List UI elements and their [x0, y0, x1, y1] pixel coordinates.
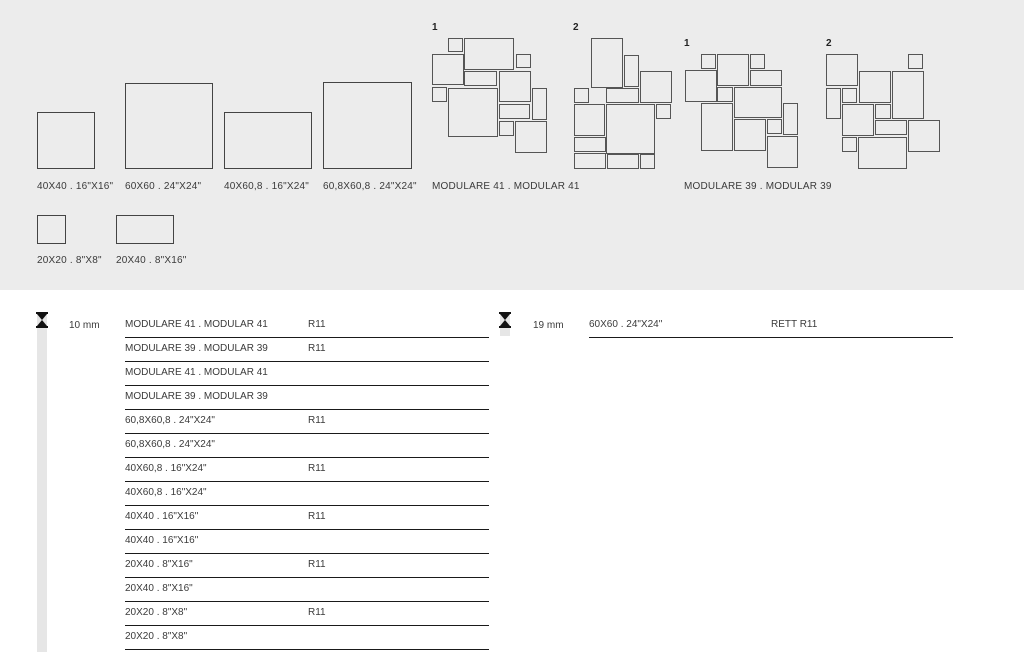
- row-finish: R11: [308, 463, 326, 474]
- row-finish: R11: [308, 607, 326, 618]
- formats-panel: 40X40 . 16"X16" 60X60 . 24"X24" 40X60,8 …: [0, 0, 1024, 290]
- pattern-number-2: 2: [573, 22, 579, 33]
- format-label-20x40: 20X40 . 8"X16": [116, 255, 187, 266]
- tile-608x608-shape: [323, 82, 412, 169]
- table-row: 20X20 . 8"X8" R11: [125, 602, 489, 626]
- table-row: 60,8X60,8 . 24"X24": [125, 434, 489, 458]
- table-row: MODULARE 39 . MODULAR 39 R11: [125, 338, 489, 362]
- table-row: 20X40 . 8"X16": [125, 578, 489, 602]
- row-format: 20X20 . 8"X8": [125, 631, 188, 642]
- pattern-number-2b: 2: [826, 38, 832, 49]
- row-format: 40X40 . 16"X16": [125, 535, 199, 546]
- table-row: 40X60,8 . 16"X24" R11: [125, 458, 489, 482]
- table-row: 60X60 . 24"X24" RETT R11: [589, 314, 953, 338]
- format-label-modular-39: MODULARE 39 . MODULAR 39: [684, 181, 832, 192]
- tile-60x60-shape: [125, 83, 213, 169]
- format-label-40x60: 40X60,8 . 16"X24": [224, 181, 310, 192]
- thickness-10-bar: [37, 312, 47, 652]
- row-format: 40X40 . 16"X16": [125, 511, 199, 522]
- row-finish: R11: [308, 415, 326, 426]
- row-format: MODULARE 41 . MODULAR 41: [125, 367, 268, 378]
- row-format: 60X60 . 24"X24": [589, 319, 663, 330]
- table-row: 40X60,8 . 16"X24": [125, 482, 489, 506]
- format-label-40x40: 40X40 . 16"X16": [37, 181, 114, 192]
- tile-20x20-shape: [37, 215, 66, 244]
- hourglass-icon: [36, 312, 48, 328]
- row-format: 40X60,8 . 16"X24": [125, 487, 207, 498]
- thickness-19-label: 19 mm: [533, 320, 564, 331]
- format-label-60x60: 60X60 . 24"X24": [125, 181, 202, 192]
- table-row: MODULARE 41 . MODULAR 41: [125, 362, 489, 386]
- format-label-20x20: 20X20 . 8"X8": [37, 255, 102, 266]
- table-row: 40X40 . 16"X16" R11: [125, 506, 489, 530]
- row-finish: R11: [308, 343, 326, 354]
- modular-41-pattern-2: [572, 36, 674, 172]
- table-row: 40X40 . 16"X16": [125, 530, 489, 554]
- row-finish: RETT R11: [771, 319, 818, 330]
- row-format: MODULARE 39 . MODULAR 39: [125, 391, 268, 402]
- tile-40x40-shape: [37, 112, 95, 169]
- row-finish: R11: [308, 559, 326, 570]
- row-format: MODULARE 41 . MODULAR 41: [125, 319, 268, 330]
- hourglass-icon: [499, 312, 511, 328]
- table-row: MODULARE 39 . MODULAR 39: [125, 386, 489, 410]
- row-format: 20X20 . 8"X8": [125, 607, 188, 618]
- row-finish: R11: [308, 511, 326, 522]
- modular-41-pattern-1: [430, 36, 550, 158]
- thickness-10-label: 10 mm: [69, 320, 100, 331]
- tile-40x60-shape: [224, 112, 312, 169]
- modular-39-pattern-1: [683, 52, 803, 170]
- row-format: 20X40 . 8"X16": [125, 559, 193, 570]
- row-format: MODULARE 39 . MODULAR 39: [125, 343, 268, 354]
- tile-20x40-shape: [116, 215, 174, 244]
- table-row: 20X40 . 8"X16" R11: [125, 554, 489, 578]
- format-label-modular-41: MODULARE 41 . MODULAR 41: [432, 181, 580, 192]
- row-finish: R11: [308, 319, 326, 330]
- table-row: 60,8X60,8 . 24"X24" R11: [125, 410, 489, 434]
- table-row: MODULARE 41 . MODULAR 41 R11: [125, 314, 489, 338]
- modular-39-pattern-2: [824, 52, 944, 172]
- row-format: 40X60,8 . 16"X24": [125, 463, 207, 474]
- row-format: 20X40 . 8"X16": [125, 583, 193, 594]
- pattern-number-1: 1: [432, 22, 438, 33]
- row-format: 60,8X60,8 . 24"X24": [125, 439, 215, 450]
- row-format: 60,8X60,8 . 24"X24": [125, 415, 215, 426]
- table-row: 20X20 . 8"X8": [125, 626, 489, 650]
- format-label-608x608: 60,8X60,8 . 24"X24": [323, 181, 417, 192]
- pattern-number-1b: 1: [684, 38, 690, 49]
